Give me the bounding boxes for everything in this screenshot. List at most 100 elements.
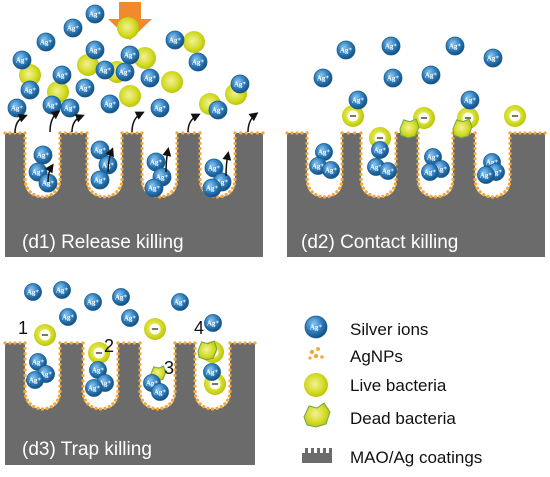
- silver-ion: Ag⁺: [203, 363, 221, 381]
- silver-ion: Ag⁺: [60, 98, 80, 118]
- dead-bacterium: [399, 118, 420, 139]
- ion-label: Ag⁺: [352, 97, 365, 105]
- silver-ion: Ag⁺: [85, 40, 105, 60]
- silver-ion: Ag⁺: [63, 18, 83, 38]
- ion-label: Ag⁺: [480, 172, 493, 180]
- silver-ion: Ag⁺: [36, 32, 56, 52]
- silver-ion: Ag⁺: [121, 309, 139, 327]
- silver-ion: Ag⁺: [120, 45, 140, 65]
- silver-ion: Ag⁺: [202, 178, 222, 198]
- ion-label: Ag⁺: [370, 164, 383, 172]
- ion-label: Ag⁺: [62, 314, 75, 322]
- ion-label: Ag⁺: [449, 43, 462, 51]
- silver-ion: Ag⁺: [20, 80, 40, 100]
- live-bacterium: [413, 107, 435, 129]
- silver-ion: Ag⁺: [304, 315, 328, 339]
- ion-label: Ag⁺: [40, 39, 53, 47]
- live-bacterium: [144, 318, 166, 340]
- dead-bacterium: [197, 340, 218, 361]
- ion-label: Ag⁺: [487, 55, 500, 63]
- silver-ion: Ag⁺: [84, 293, 102, 311]
- ion-label: Ag⁺: [382, 168, 395, 176]
- ion-label: Ag⁺: [340, 47, 353, 55]
- ion-label: Ag⁺: [174, 299, 187, 307]
- silver-ion: Ag⁺: [313, 68, 333, 88]
- silver-ion: Ag⁺: [150, 98, 170, 118]
- silver-ion: Ag⁺: [483, 48, 503, 68]
- ion-label: Ag⁺: [424, 169, 437, 177]
- live-bacterium: [34, 324, 56, 346]
- live-bacterium: [77, 54, 99, 76]
- ion-label: Ag⁺: [317, 75, 330, 83]
- silver-ion: Ag⁺: [383, 68, 403, 88]
- ion-label: Ag⁺: [387, 75, 400, 83]
- coating-substrate: [5, 343, 255, 465]
- ion-label: Ag⁺: [94, 147, 107, 155]
- live-bacterium: [161, 71, 183, 93]
- silver-ion: Ag⁺: [59, 308, 77, 326]
- ion-label: Ag⁺: [94, 177, 107, 185]
- ion-label: Ag⁺: [425, 72, 438, 80]
- silver-ion: Ag⁺: [85, 379, 103, 397]
- ion-label: Ag⁺: [32, 169, 45, 177]
- ion-label: Ag⁺: [119, 69, 132, 77]
- silver-ion: Ag⁺: [230, 74, 250, 94]
- ion-label: Ag⁺: [154, 389, 167, 397]
- ion-label: Ag⁺: [99, 380, 112, 388]
- silver-ion: Ag⁺: [421, 163, 439, 181]
- panel-label: (d1) Release killing: [22, 232, 184, 253]
- silver-ion: Ag⁺: [348, 90, 368, 110]
- silver-ion: Ag⁺: [165, 30, 185, 50]
- ion-label: Ag⁺: [104, 101, 117, 109]
- ion-label: Ag⁺: [99, 67, 112, 75]
- ion-label: Ag⁺: [156, 174, 169, 182]
- legend: Ag⁺ Silver ions AgNPs Live bacteria Dead…: [302, 315, 482, 467]
- silver-ion: Ag⁺: [204, 314, 222, 332]
- silver-ion: Ag⁺: [204, 158, 224, 178]
- ion-label: Ag⁺: [212, 107, 225, 115]
- ion-label: Ag⁺: [154, 105, 167, 113]
- silver-ion: Ag⁺: [140, 68, 160, 88]
- ion-label: Ag⁺: [490, 169, 503, 177]
- silver-ion: Ag⁺: [38, 173, 58, 193]
- ion-label: Ag⁺: [32, 359, 45, 367]
- ion-label: Ag⁺: [310, 324, 323, 332]
- step-number: 3: [164, 358, 174, 378]
- ion-label: Ag⁺: [29, 377, 42, 385]
- live-bacterium: [504, 105, 526, 127]
- step-number: 4: [194, 318, 204, 338]
- ion-label: Ag⁺: [11, 105, 24, 113]
- ion-label: Ag⁺: [92, 367, 105, 375]
- legend-dead-bacteria: Dead bacteria: [303, 402, 456, 428]
- ion-label: Ag⁺: [374, 147, 387, 155]
- ion-label: Ag⁺: [46, 102, 59, 110]
- ion-label: Ag⁺: [207, 320, 220, 328]
- ion-label: Ag⁺: [192, 59, 205, 67]
- silver-ion: Ag⁺: [85, 4, 105, 24]
- ion-label: Ag⁺: [40, 371, 53, 379]
- ion-label: Ag⁺: [124, 52, 137, 60]
- live-bacterium: [342, 105, 364, 127]
- silver-ion: Ag⁺: [90, 170, 110, 190]
- agnp-dots: [3, 131, 547, 411]
- step-number: 1: [18, 318, 28, 338]
- ion-label: Ag⁺: [318, 149, 331, 157]
- silver-ions-layer: Ag⁺Ag⁺Ag⁺Ag⁺Ag⁺Ag⁺Ag⁺Ag⁺Ag⁺Ag⁺Ag⁺Ag⁺Ag⁺A…: [7, 4, 505, 401]
- legend-silver-ions: Ag⁺ Silver ions: [304, 315, 428, 339]
- silver-ion: Ag⁺: [445, 36, 465, 56]
- agnp-icon: [308, 347, 324, 360]
- panel-label: (d2) Contact killing: [301, 232, 458, 253]
- dead-bacterium: [452, 118, 473, 139]
- legend-agnps: AgNPs: [308, 347, 403, 366]
- silver-ion: Ag⁺: [95, 60, 115, 80]
- ion-label: Ag⁺: [124, 315, 137, 323]
- silver-ion: Ag⁺: [371, 141, 389, 159]
- silver-ion: Ag⁺: [151, 383, 169, 401]
- silver-ion: Ag⁺: [33, 145, 53, 165]
- ion-label: Ag⁺: [37, 152, 50, 160]
- silver-ion: Ag⁺: [171, 293, 189, 311]
- silver-ion: Ag⁺: [188, 52, 208, 72]
- silver-ion: Ag⁺: [26, 371, 44, 389]
- silver-ion: Ag⁺: [144, 178, 164, 198]
- legend-label: Dead bacteria: [350, 409, 456, 428]
